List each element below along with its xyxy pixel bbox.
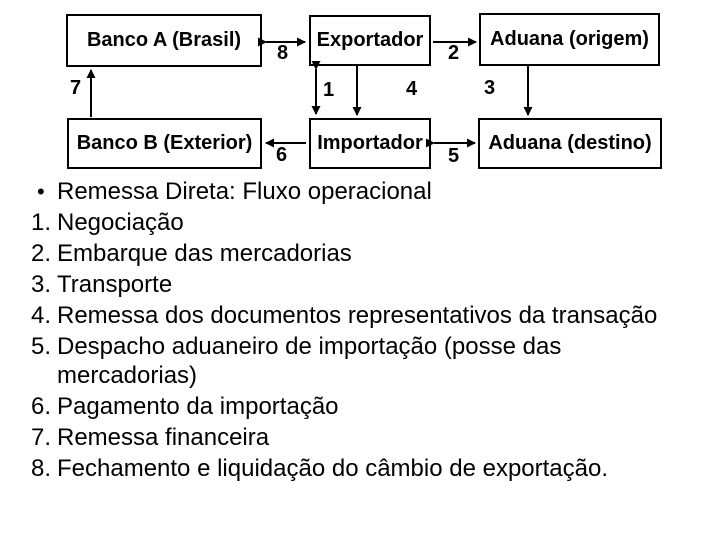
list-item: 5. Despacho aduaneiro de importação (pos… bbox=[0, 332, 720, 390]
list-item: 1. Negociação bbox=[0, 208, 720, 237]
list-item-marker: • bbox=[37, 179, 45, 204]
list-item-marker: 1. bbox=[31, 209, 52, 236]
list-item-text: Fechamento e liquidação do câmbio de exp… bbox=[57, 455, 609, 482]
list-item-marker: 7. bbox=[31, 424, 52, 451]
list-item-marker: 8. bbox=[31, 455, 52, 482]
list-item: 3. Transporte bbox=[0, 270, 720, 299]
list-item-text: Remessa dos documentos representativos d… bbox=[57, 302, 658, 329]
flow-label-3: 3 bbox=[484, 77, 496, 99]
list-item-text: Remessa Direta: Fluxo operacional bbox=[57, 178, 432, 205]
list-item-marker: 2. bbox=[31, 240, 52, 267]
legend-list: • Remessa Direta: Fluxo operacional 1. N… bbox=[0, 177, 720, 485]
box-importador: Importador bbox=[309, 118, 431, 169]
list-item: 6. Pagamento da importação bbox=[0, 392, 720, 421]
box-banco-a-brasil: Banco A (Brasil) bbox=[66, 14, 262, 67]
flow-label-6: 6 bbox=[276, 144, 288, 166]
list-item-text: Transporte bbox=[57, 271, 173, 298]
flow-label-8: 8 bbox=[277, 42, 289, 64]
list-item: 4. Remessa dos documentos representativo… bbox=[0, 301, 720, 330]
list-item-marker: 3. bbox=[31, 271, 52, 298]
list-item: 8. Fechamento e liquidação do câmbio de … bbox=[0, 454, 720, 483]
remessa-direta-flow-diagram: Banco A (Brasil) Exportador Aduana (orig… bbox=[0, 0, 720, 176]
list-item-text: Despacho aduaneiro de importação (posse … bbox=[57, 333, 562, 389]
box-exportador: Exportador bbox=[309, 15, 431, 66]
list-item: • Remessa Direta: Fluxo operacional bbox=[0, 177, 720, 206]
list-item-text: Embarque das mercadorias bbox=[57, 240, 352, 267]
list-item: 7. Remessa financeira bbox=[0, 423, 720, 452]
list-item-marker: 6. bbox=[31, 393, 52, 420]
flow-label-7: 7 bbox=[70, 77, 82, 99]
list-item-text: Remessa financeira bbox=[57, 424, 270, 451]
flow-label-5: 5 bbox=[448, 145, 460, 167]
list-item-text: Negociação bbox=[57, 209, 184, 236]
flow-label-4: 4 bbox=[406, 78, 418, 100]
flow-label-2: 2 bbox=[448, 42, 460, 64]
flow-label-1: 1 bbox=[323, 79, 335, 101]
box-aduana-origem: Aduana (origem) bbox=[479, 13, 660, 66]
box-aduana-destino: Aduana (destino) bbox=[478, 118, 662, 169]
box-banco-b-exterior: Banco B (Exterior) bbox=[67, 118, 262, 169]
list-item-marker: 4. bbox=[31, 302, 52, 329]
list-item-text: Pagamento da importação bbox=[57, 393, 339, 420]
list-item: 2. Embarque das mercadorias bbox=[0, 239, 720, 268]
list-item-marker: 5. bbox=[31, 333, 52, 360]
